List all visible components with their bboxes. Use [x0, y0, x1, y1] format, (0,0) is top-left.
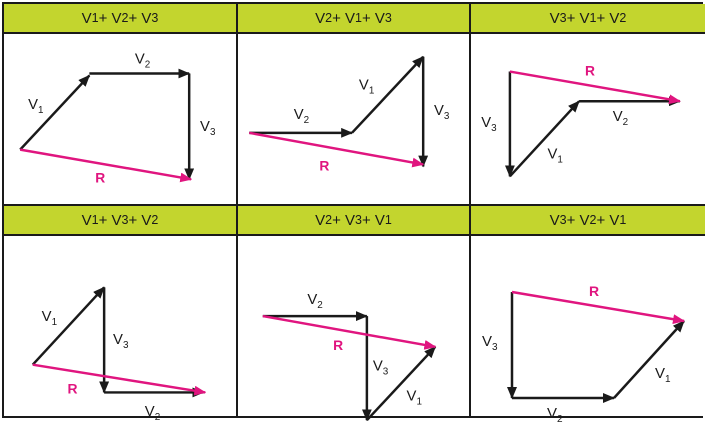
label-v1: V1	[655, 365, 671, 385]
label-r: R	[319, 157, 329, 173]
vector-diagram-4: V1 V2 V3 R	[31, 286, 207, 422]
panel-diagram-3: V1 V2 V3 R	[471, 34, 705, 206]
vector-diagram-6: V1 V2 V3 R	[482, 283, 685, 422]
vector-v1-arrow	[31, 286, 106, 366]
label-v3: V3	[434, 103, 450, 122]
vector-v1-arrow	[613, 320, 685, 399]
vector-diagram-2: V1 V2 V3 R	[249, 55, 450, 173]
label-v1: V1	[547, 147, 563, 166]
label-v3: V3	[113, 332, 129, 351]
vector-diagram-1: V1 V2 V3 R	[19, 52, 216, 185]
label-v2: V2	[135, 52, 150, 71]
label-v3: V3	[482, 333, 498, 353]
label-r: R	[589, 283, 599, 299]
label-v2: V2	[547, 405, 563, 422]
panel-diagram-6: V1 V2 V3 R	[471, 236, 705, 422]
vector-diagram-5: V1 V2 V3 R	[262, 292, 437, 422]
vector-v1-arrow	[509, 100, 581, 178]
panel-diagram-5: V1 V2 V3 R	[238, 236, 471, 422]
panel-diagram-2: V1 V2 V3 R	[238, 34, 471, 206]
vector-v1-arrow	[365, 345, 437, 422]
panel-diagram-4: V1 V2 V3 R	[4, 236, 238, 422]
label-v1: V1	[42, 309, 58, 328]
label-v2: V2	[307, 292, 323, 311]
vector-v1-arrow	[19, 74, 91, 151]
label-v2: V2	[294, 107, 309, 126]
label-v2: V2	[613, 109, 628, 128]
label-v1: V1	[359, 77, 375, 96]
resultant-r-arrow	[19, 148, 193, 183]
label-r: R	[95, 169, 105, 185]
resultant-r-arrow	[262, 314, 437, 350]
label-v1: V1	[28, 97, 44, 116]
vector-v1-arrow	[351, 55, 425, 134]
resultant-r-arrow	[509, 70, 681, 105]
label-v1: V1	[407, 388, 423, 407]
label-v3: V3	[200, 119, 216, 138]
label-v3: V3	[373, 359, 389, 378]
label-v3: V3	[481, 115, 497, 134]
label-v2: V2	[145, 404, 161, 422]
label-r: R	[585, 63, 595, 79]
label-r: R	[333, 337, 343, 353]
resultant-r-arrow	[249, 131, 425, 168]
panel-diagram-1: V1 V2 V3 R	[4, 34, 238, 206]
label-r: R	[67, 380, 77, 396]
vector-diagram-3: V1 V2 V3 R	[481, 63, 681, 178]
resultant-r-arrow	[511, 290, 685, 325]
resultant-r-arrow	[32, 363, 207, 396]
